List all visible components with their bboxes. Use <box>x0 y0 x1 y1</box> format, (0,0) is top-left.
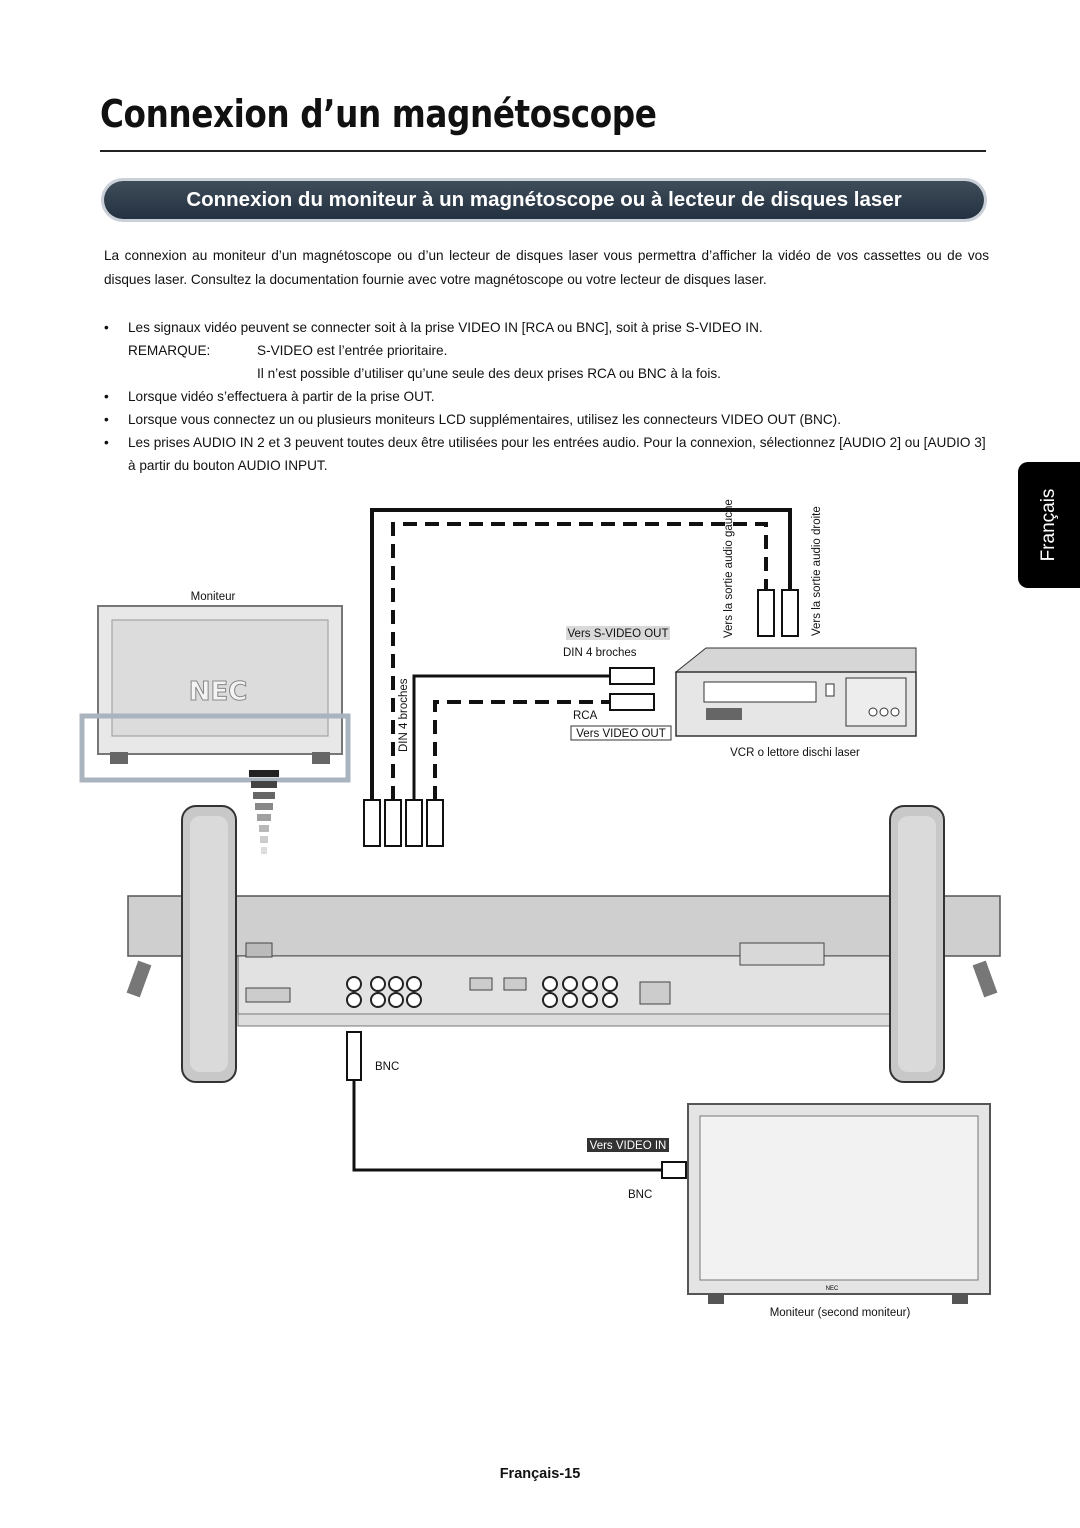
rca-label: RCA <box>573 710 598 722</box>
bullet-item: Les prises AUDIO IN 2 et 3 peuvent toute… <box>104 431 989 477</box>
section-banner: Connexion du moniteur à un magnétoscope … <box>104 181 984 219</box>
video-out-label: Vers VIDEO OUT <box>576 728 665 740</box>
cables <box>352 508 792 1172</box>
second-monitor: NEC <box>687 1103 991 1304</box>
video-in-tag <box>587 1138 669 1152</box>
audio-left-label: Vers la sortie audio gauche <box>723 499 735 638</box>
video-out-tag <box>570 725 672 741</box>
language-tab: Français <box>1018 462 1080 588</box>
second-monitor-logo: NEC <box>826 1286 839 1292</box>
bullet-item: Lorsque vous connectez un ou plusieurs m… <box>104 408 989 431</box>
bullet-item: Lorsque vidéo s’effectuera à partir de l… <box>104 385 989 408</box>
zoom-wedge <box>249 770 279 854</box>
remark-line-2: Il n’est possible d’utiliser qu’une seul… <box>257 366 721 381</box>
monitor-logo: NEC <box>189 677 248 707</box>
monitor-label: Moniteur <box>191 591 236 603</box>
audio-right-label: Vers la sortie audio droite <box>811 506 823 636</box>
title-rule <box>100 150 986 152</box>
bullet-list: Les signaux vidéo peuvent se connecter s… <box>104 316 989 477</box>
video-in-label: Vers VIDEO IN <box>590 1140 667 1152</box>
page-title: Connexion d’un magnétoscope <box>100 92 657 136</box>
din4-vertical-label: DIN 4 broches <box>398 678 410 752</box>
vcr-label: VCR o lettore dischi laser <box>730 747 860 759</box>
monitor-rear-large <box>126 805 1001 1083</box>
vcr-device <box>674 647 917 737</box>
remark-line: REMARQUE: S-VIDEO est l’entrée prioritair… <box>104 339 989 362</box>
svideo-out-tag <box>566 626 670 640</box>
bnc-top-label: BNC <box>375 1061 399 1073</box>
section-banner-text: Connexion du moniteur à un magnétoscope … <box>186 188 902 211</box>
intro-paragraph: La connexion au moniteur d’un magnétosco… <box>104 248 989 287</box>
rca-plugs <box>346 589 799 1179</box>
second-monitor-label: Moniteur (second moniteur) <box>770 1307 911 1319</box>
monitor-rear-small: NEC <box>79 605 351 783</box>
remark-label: REMARQUE: <box>128 343 211 358</box>
din4-label: DIN 4 broches <box>563 647 637 659</box>
svideo-out-label: Vers S-VIDEO OUT <box>568 628 669 640</box>
bnc-bottom-label: BNC <box>628 1189 652 1201</box>
remark-text: S-VIDEO est l’entrée prioritaire. <box>257 343 448 358</box>
page-number: Français-15 <box>499 1466 581 1482</box>
bullet-item: Les signaux vidéo peuvent se connecter s… <box>104 316 989 339</box>
